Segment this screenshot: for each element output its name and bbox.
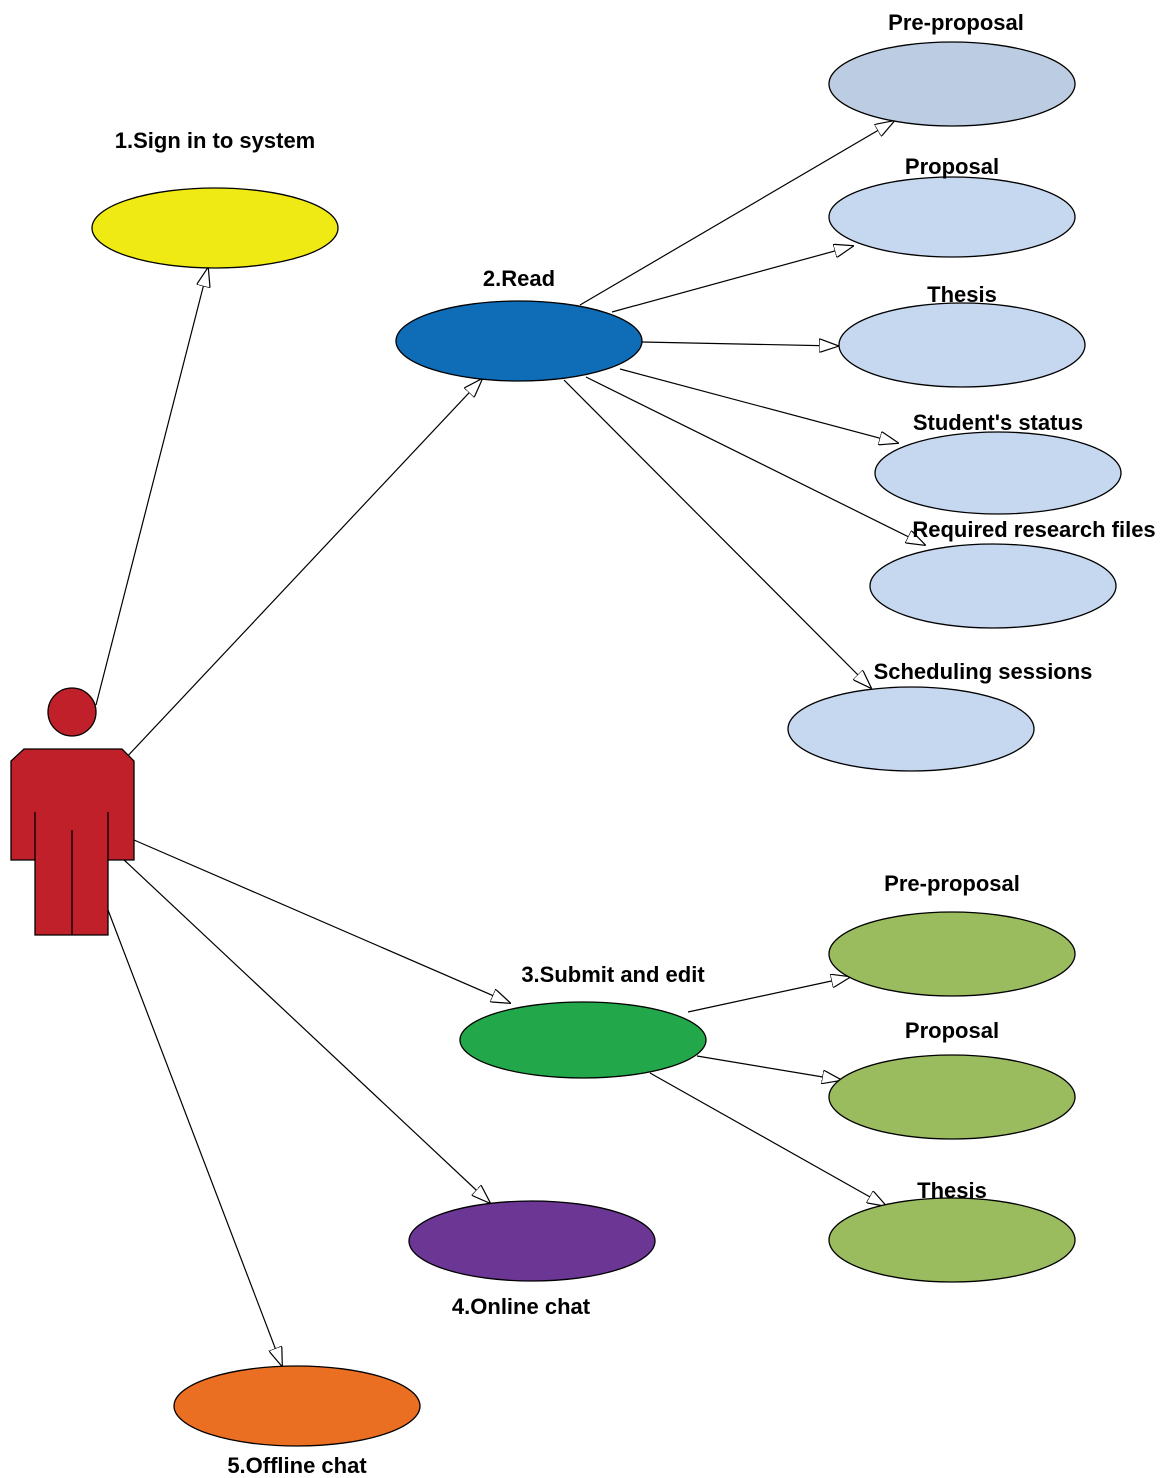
submit-item-2[interactable]: Thesis [828, 1178, 1076, 1283]
read-item-ellipse[interactable] [828, 176, 1076, 258]
read-item-label: Required research files [912, 517, 1155, 542]
submit-edges [649, 977, 886, 1206]
read-label: 2.Read [483, 266, 555, 291]
actor-edges [95, 268, 510, 1366]
read-item-0[interactable]: Pre-proposal [828, 10, 1076, 127]
use-case-submit[interactable]: 3.Submit and edit [459, 962, 707, 1079]
edge-read-thesis [641, 342, 838, 346]
online-chat-label: 4.Online chat [452, 1294, 591, 1319]
edge-actor-read [123, 379, 482, 761]
submit-item-label: Thesis [917, 1178, 987, 1203]
read-item-ellipse[interactable] [874, 431, 1122, 515]
use-case-offline-chat[interactable]: 5.Offline chat [173, 1365, 421, 1478]
edge-read-student-status [619, 368, 898, 443]
submit-item-label: Proposal [905, 1018, 999, 1043]
read-item-ellipse[interactable] [787, 686, 1035, 772]
offline-chat-label: 5.Offline chat [227, 1453, 367, 1478]
use-case-sign-in[interactable]: 1.Sign in to system [91, 128, 339, 269]
submit-item-ellipse[interactable] [828, 911, 1076, 997]
read-edges [563, 121, 925, 688]
online-chat-ellipse[interactable] [408, 1200, 656, 1282]
edge-actor-offline-chat [107, 909, 282, 1366]
read-item-ellipse[interactable] [869, 543, 1117, 629]
offline-chat-ellipse[interactable] [173, 1365, 421, 1447]
submit-item-0[interactable]: Pre-proposal [828, 871, 1076, 997]
submit-ellipse[interactable] [459, 1001, 707, 1079]
read-item-label: Pre-proposal [888, 10, 1024, 35]
edge-read-proposal [611, 246, 853, 313]
read-ellipse[interactable] [395, 300, 643, 382]
submit-item-label: Pre-proposal [884, 871, 1020, 896]
edge-actor-online-chat [121, 857, 490, 1203]
read-item-label: Thesis [927, 282, 997, 307]
read-item-2[interactable]: Thesis [838, 282, 1086, 388]
read-item-label: Scheduling sessions [874, 659, 1093, 684]
read-item-3[interactable]: Student's status [874, 410, 1122, 515]
edge-actor-sign-in [95, 268, 208, 706]
submit-label: 3.Submit and edit [521, 962, 705, 987]
submit-item-ellipse[interactable] [828, 1054, 1076, 1140]
edge-submit-proposal [696, 1055, 841, 1080]
read-item-4[interactable]: Required research files [869, 517, 1156, 629]
edge-read-research-files [585, 376, 925, 545]
actor-head [47, 687, 97, 737]
user-actor-icon [10, 687, 135, 936]
read-item-label: Proposal [905, 154, 999, 179]
submit-item-ellipse[interactable] [828, 1197, 1076, 1283]
edge-read-scheduling [563, 379, 871, 688]
edge-read-pre-proposal [579, 121, 894, 306]
read-item-ellipse[interactable] [828, 41, 1076, 127]
sign-in-ellipse[interactable] [91, 187, 339, 269]
edge-submit-pre-proposal [687, 977, 850, 1013]
use-case-read[interactable]: 2.Read [395, 266, 643, 382]
read-item-label: Student's status [913, 410, 1083, 435]
use-case-online-chat[interactable]: 4.Online chat [408, 1200, 656, 1319]
read-item-1[interactable]: Proposal [828, 154, 1076, 258]
read-item-ellipse[interactable] [838, 302, 1086, 388]
edge-submit-thesis [649, 1072, 886, 1206]
submit-item-1[interactable]: Proposal [828, 1018, 1076, 1140]
sign-in-label: 1.Sign in to system [115, 128, 316, 153]
read-item-5[interactable]: Scheduling sessions [787, 659, 1093, 772]
edge-actor-submit [133, 839, 510, 1003]
